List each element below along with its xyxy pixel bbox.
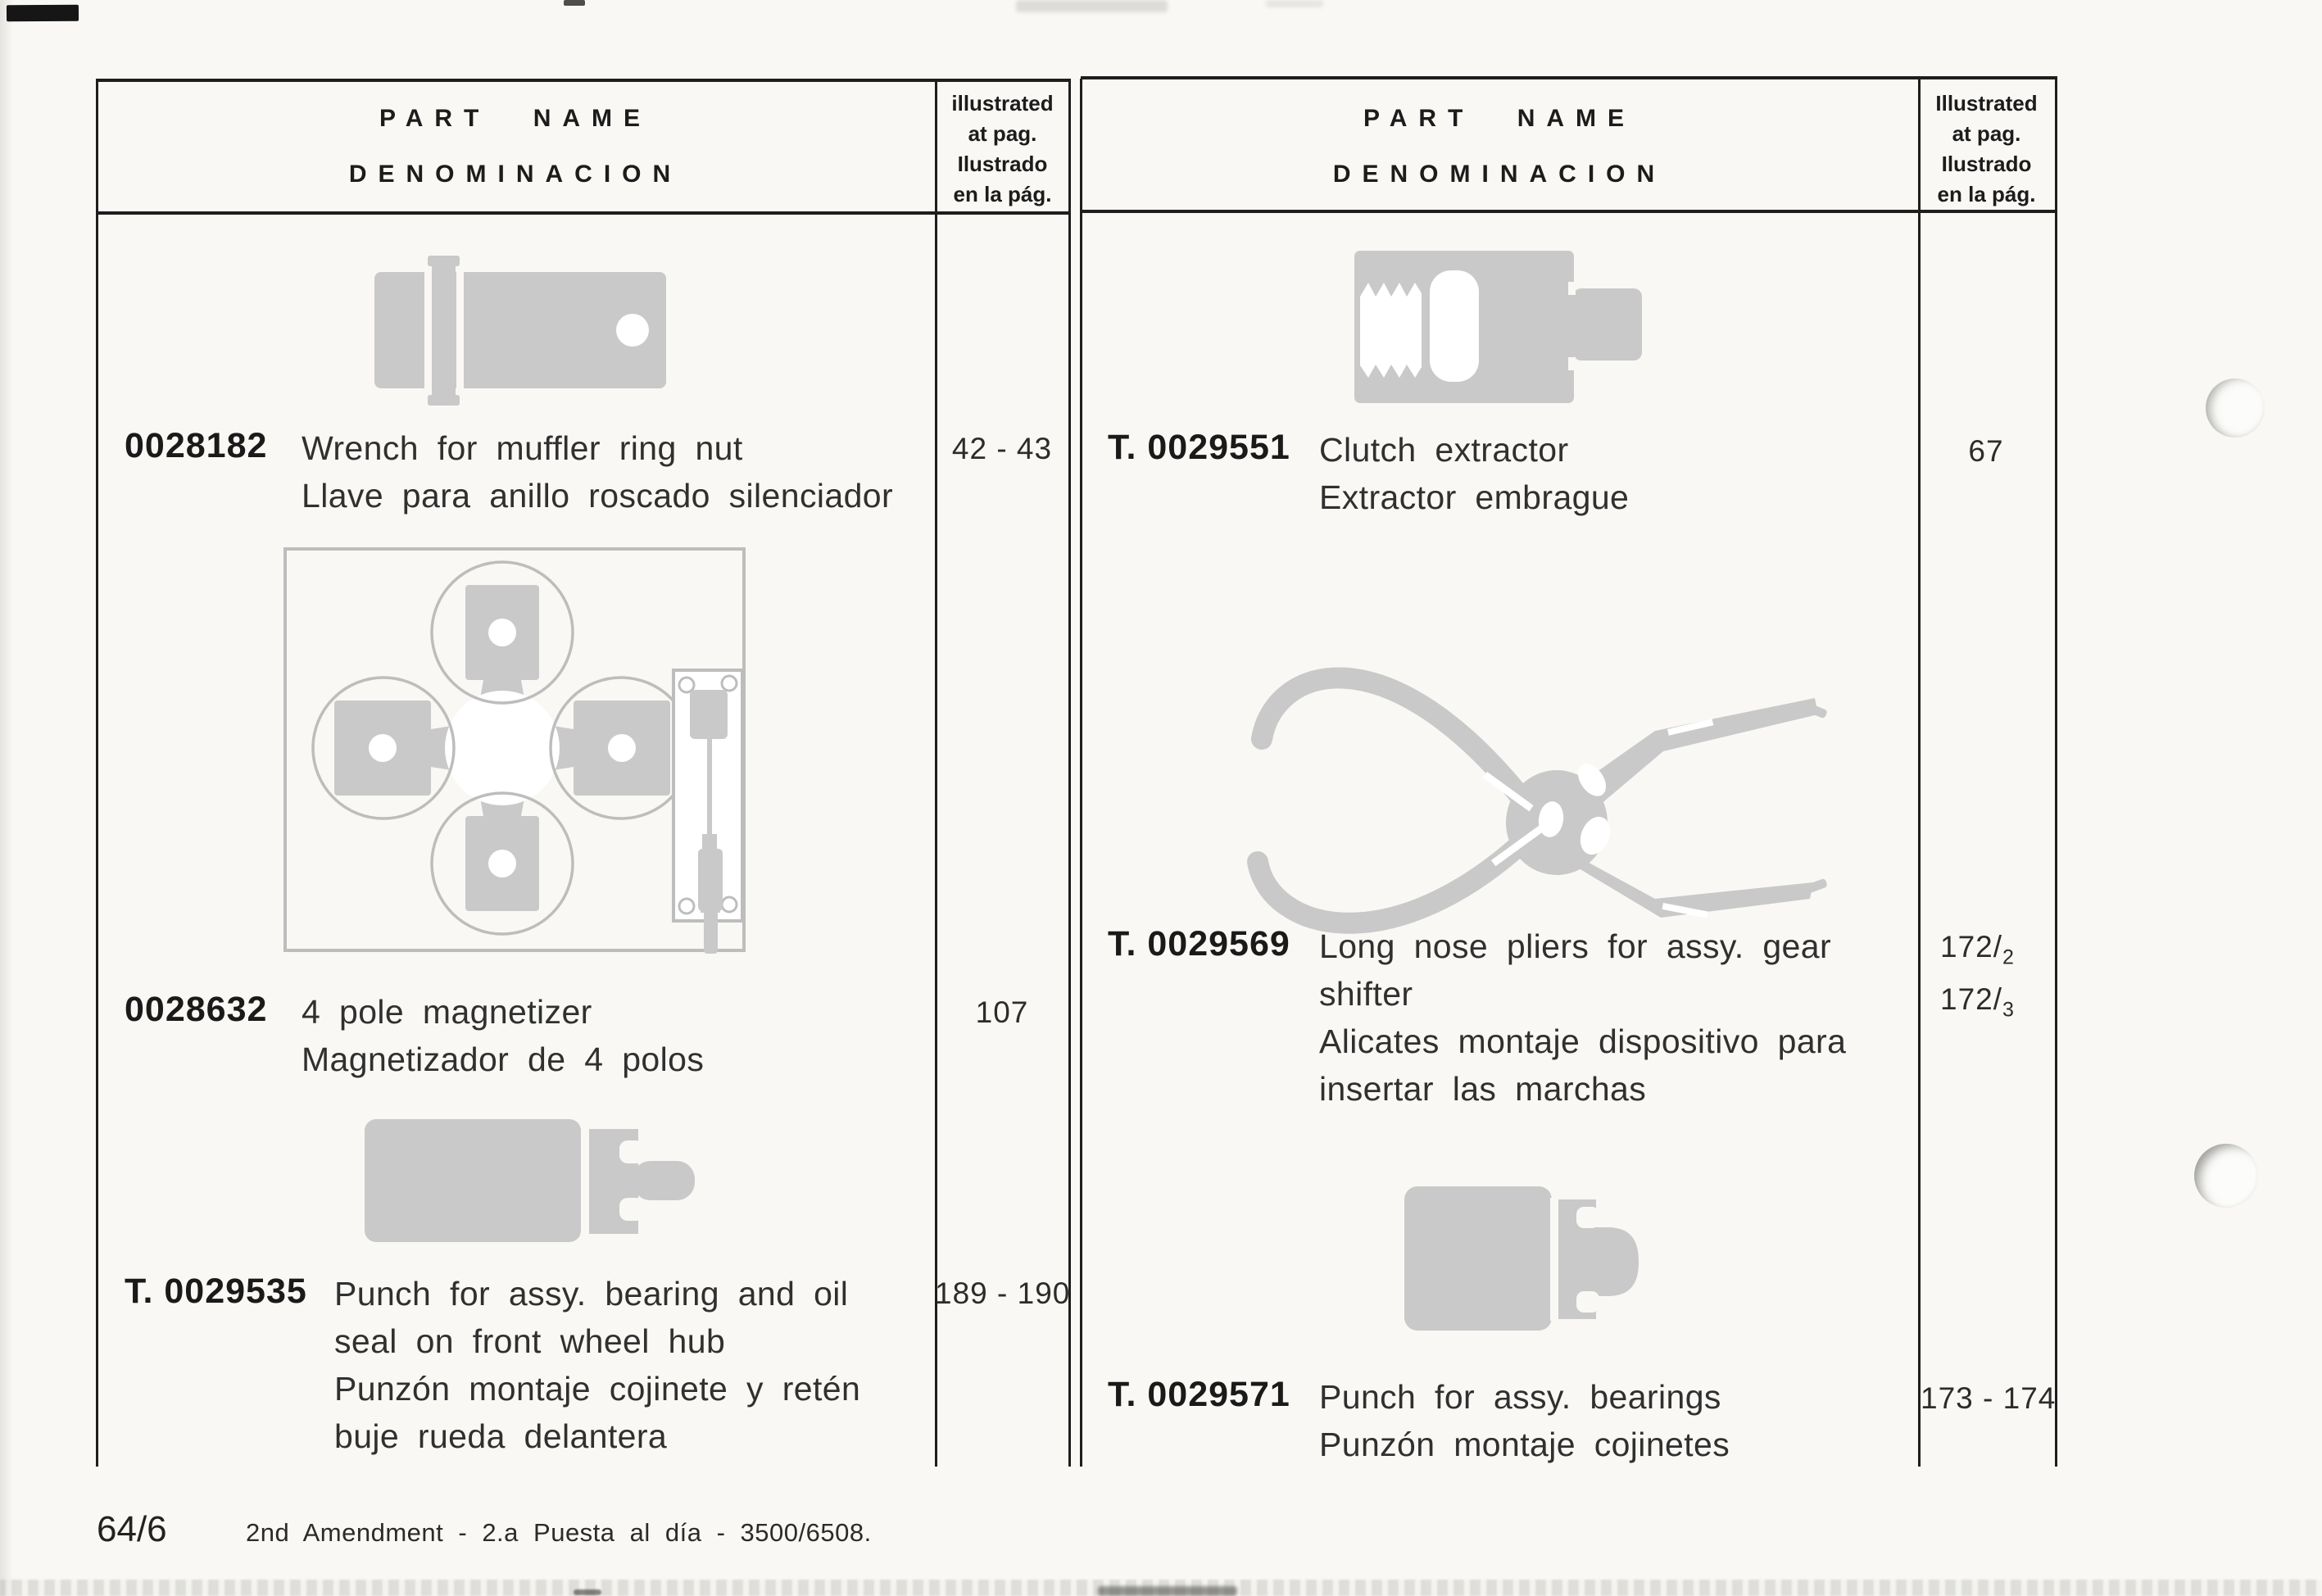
part-description-es: Magnetizador de 4 polos xyxy=(302,1041,705,1078)
part-description-en: seal on front wheel hub xyxy=(334,1322,726,1360)
page-reference: 67 xyxy=(1968,434,2004,468)
part-description-es: Punzón montaje cojinetes xyxy=(1319,1426,1730,1463)
header-line: at pag. xyxy=(968,121,1037,146)
part-description-es: insertar las marchas xyxy=(1319,1070,1647,1108)
part-number: 0028632 xyxy=(125,990,268,1029)
page-reference-fraction: 172/2 172/3 xyxy=(1940,926,2015,1032)
part-description: Punch for assy. bearings Punzón montaje … xyxy=(1319,1373,1916,1468)
part-description: Long nose pliers for assy. gear shifter … xyxy=(1319,923,1916,1113)
page-number: 64/6 xyxy=(97,1509,167,1549)
header-line: en la pág. xyxy=(1937,182,2036,206)
part-number: T. 0029569 xyxy=(1108,924,1290,963)
scan-mark-top-left xyxy=(6,4,79,22)
part-number: 0028182 xyxy=(125,426,268,465)
left-header-denominacion: DENOMINACION xyxy=(348,161,683,188)
scan-smudge-top xyxy=(1016,0,1168,12)
scan-mark-bottom-small xyxy=(574,1589,601,1595)
long-nose-pliers-illustration xyxy=(1247,667,1827,934)
center-divider-b xyxy=(1080,79,1082,1467)
part-description-en: 4 pole magnetizer xyxy=(302,993,592,1031)
part-description-es: Punzón montaje cojinete y retén xyxy=(334,1370,861,1408)
scan-smudge-top-2 xyxy=(1266,0,1323,7)
header-underline-right xyxy=(1081,210,2057,213)
paper-punch-hole xyxy=(2206,379,2265,438)
header-line: Ilustrado xyxy=(957,152,1048,176)
right-header-illustrated: Illustrated at pag. Ilustrado en la pág. xyxy=(1920,88,2053,210)
header-underline-left xyxy=(96,211,1070,215)
part-description-en: Punch for assy. bearing and oil xyxy=(334,1275,849,1313)
muffler-ring-nut-wrench-illustration xyxy=(374,256,666,406)
table-top-rule-left xyxy=(96,79,1070,82)
part-number: T. 0029535 xyxy=(125,1272,307,1311)
part-description-es: Llave para anillo roscado silenciador xyxy=(302,477,894,515)
header-line: illustrated xyxy=(951,91,1054,116)
part-description: Clutch extractor Extractor embrague xyxy=(1319,426,1916,521)
part-number: T. 0029571 xyxy=(1108,1375,1290,1414)
part-description: Wrench for muffler ring nut Llave para a… xyxy=(302,424,939,519)
pageref-divider-right-col xyxy=(1918,76,1921,1467)
left-header-part-name: PART NAME xyxy=(379,105,652,132)
center-divider-a xyxy=(1068,79,1071,1467)
page-reference: 172/2 xyxy=(1940,930,2015,969)
part-description: Punch for assy. bearing and oil seal on … xyxy=(334,1270,939,1460)
table-border-right xyxy=(2055,76,2057,1467)
left-header-illustrated: illustrated at pag. Ilustrado en la pág. xyxy=(937,88,1068,210)
clutch-extractor-illustration xyxy=(1354,251,1642,403)
paper-punch-hole xyxy=(2194,1144,2258,1208)
right-header-part-name: PART NAME xyxy=(1363,105,1636,132)
header-line: Illustrated xyxy=(1935,91,2038,116)
page-reference: 172/3 xyxy=(1940,982,2015,1022)
four-pole-magnetizer-illustration xyxy=(283,547,746,954)
right-header-denominacion: DENOMINACION xyxy=(1332,161,1667,188)
header-line: at pag. xyxy=(1952,121,2021,146)
page-reference: 189 - 190 xyxy=(935,1276,1071,1310)
part-description-en: shifter xyxy=(1319,975,1413,1013)
scan-left-edge xyxy=(0,0,13,1596)
part-description-en: Clutch extractor xyxy=(1319,431,1569,469)
part-description-en: Wrench for muffler ring nut xyxy=(302,429,743,467)
part-description: 4 pole magnetizer Magnetizador de 4 polo… xyxy=(302,988,939,1083)
header-line: en la pág. xyxy=(953,182,1052,206)
scan-mark-bottom xyxy=(1098,1586,1237,1596)
amendment-note: 2nd Amendment - 2.a Puesta al día - 3500… xyxy=(246,1518,872,1547)
table-top-rule-right xyxy=(1081,76,2057,79)
part-description-es: buje rueda delantera xyxy=(334,1417,668,1455)
table-border-left xyxy=(96,79,98,1467)
pageref-divider-left-col xyxy=(935,79,937,1467)
part-description-es: Extractor embrague xyxy=(1319,478,1630,516)
part-number: T. 0029551 xyxy=(1108,428,1290,467)
front-wheel-hub-punch-illustration xyxy=(365,1119,695,1242)
scan-mark-top-small xyxy=(564,0,585,6)
page-reference: 42 - 43 xyxy=(951,432,1053,465)
header-line: Ilustrado xyxy=(1941,152,2032,176)
bearings-punch-illustration xyxy=(1404,1186,1639,1331)
part-description-en: Long nose pliers for assy. gear xyxy=(1319,927,1832,965)
part-description-es: Alicates montaje dispositivo para xyxy=(1319,1022,1847,1060)
page-reference: 173 - 174 xyxy=(1921,1381,2057,1415)
page-reference: 107 xyxy=(975,995,1029,1029)
part-description-en: Punch for assy. bearings xyxy=(1319,1378,1721,1416)
